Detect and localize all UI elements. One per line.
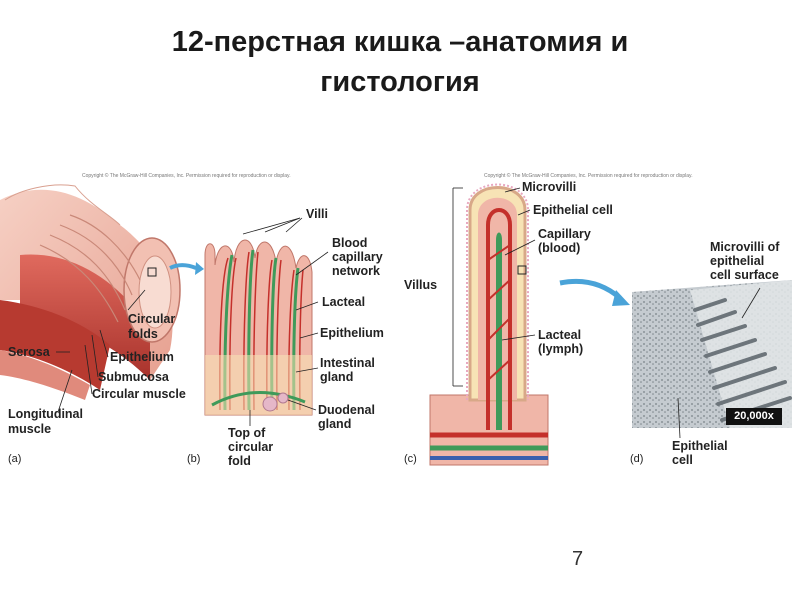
title-line-2: гистология: [320, 66, 480, 98]
panel-b-villi: [204, 217, 329, 426]
label-villi: Villi: [306, 207, 329, 221]
panel-d-micrograph: [632, 280, 792, 439]
label-microvilli-d-2: epithelial: [710, 254, 765, 268]
label-epithelial-d-1: Epithelial: [672, 439, 728, 453]
label-submucosa: Submucosa: [98, 370, 169, 384]
copyright-left: Copyright © The McGraw-Hill Companies, I…: [82, 173, 291, 179]
label-circular-muscle: Circular muscle: [92, 387, 186, 401]
slide-title: 12-перстная кишка –анатомия и гистология: [0, 22, 800, 102]
label-intestinal-gland-1: Intestinal: [320, 356, 375, 370]
label-microvilli-d-1: Microvilli of: [710, 240, 780, 254]
label-duodenal-gland-1: Duodenal: [318, 403, 375, 417]
arrow-a-to-b: [169, 263, 197, 270]
label-blood-capillary-2: capillary: [332, 250, 383, 264]
label-villus: Villus: [404, 278, 438, 292]
panel-a-tube: [0, 184, 181, 413]
label-epithelium-b: Epithelium: [320, 326, 384, 340]
label-capillary-2: (blood): [538, 241, 581, 255]
label-longitudinal-2: muscle: [8, 422, 52, 436]
label-longitudinal-1: Longitudinal: [8, 407, 83, 421]
label-epithelial-cell-c: Epithelial cell: [533, 203, 613, 217]
label-circular-folds-2: folds: [128, 327, 158, 341]
panel-d-label: (d): [630, 453, 644, 465]
arrow-c-to-d: [559, 278, 622, 300]
label-microvilli-d-3: cell surface: [710, 268, 779, 282]
label-circular-folds-1: Circular: [128, 312, 176, 326]
label-duodenal-gland-2: gland: [318, 417, 352, 431]
copyright-right: Copyright © The McGraw-Hill Companies, I…: [484, 173, 693, 179]
label-blood-capillary-1: Blood: [332, 236, 368, 250]
label-microvilli-c: Microvilli: [522, 180, 577, 194]
title-line-1: 12-перстная кишка –анатомия и: [171, 26, 629, 58]
label-epithelium-a: Epithelium: [110, 350, 174, 364]
label-capillary-1: Capillary: [538, 227, 591, 241]
label-lacteal-c-2: (lymph): [538, 342, 584, 356]
panel-a-label: (a): [8, 453, 22, 465]
panel-c-label: (c): [404, 453, 417, 465]
panel-c-villus: [429, 183, 549, 466]
label-epithelial-d-2: cell: [672, 453, 693, 467]
label-top-fold-3: fold: [228, 454, 251, 468]
panel-b-label: (b): [187, 453, 201, 465]
label-blood-capillary-3: network: [332, 264, 380, 278]
label-intestinal-gland-2: gland: [320, 370, 354, 384]
label-top-fold-1: Top of: [228, 426, 266, 440]
magnification-badge: 20,000x: [726, 408, 782, 425]
label-lacteal-c-1: Lacteal: [538, 328, 582, 342]
label-top-fold-2: circular: [228, 440, 274, 454]
label-lacteal-b: Lacteal: [322, 295, 366, 309]
slide-number: 7: [572, 548, 584, 570]
label-serosa: Serosa: [8, 345, 50, 359]
